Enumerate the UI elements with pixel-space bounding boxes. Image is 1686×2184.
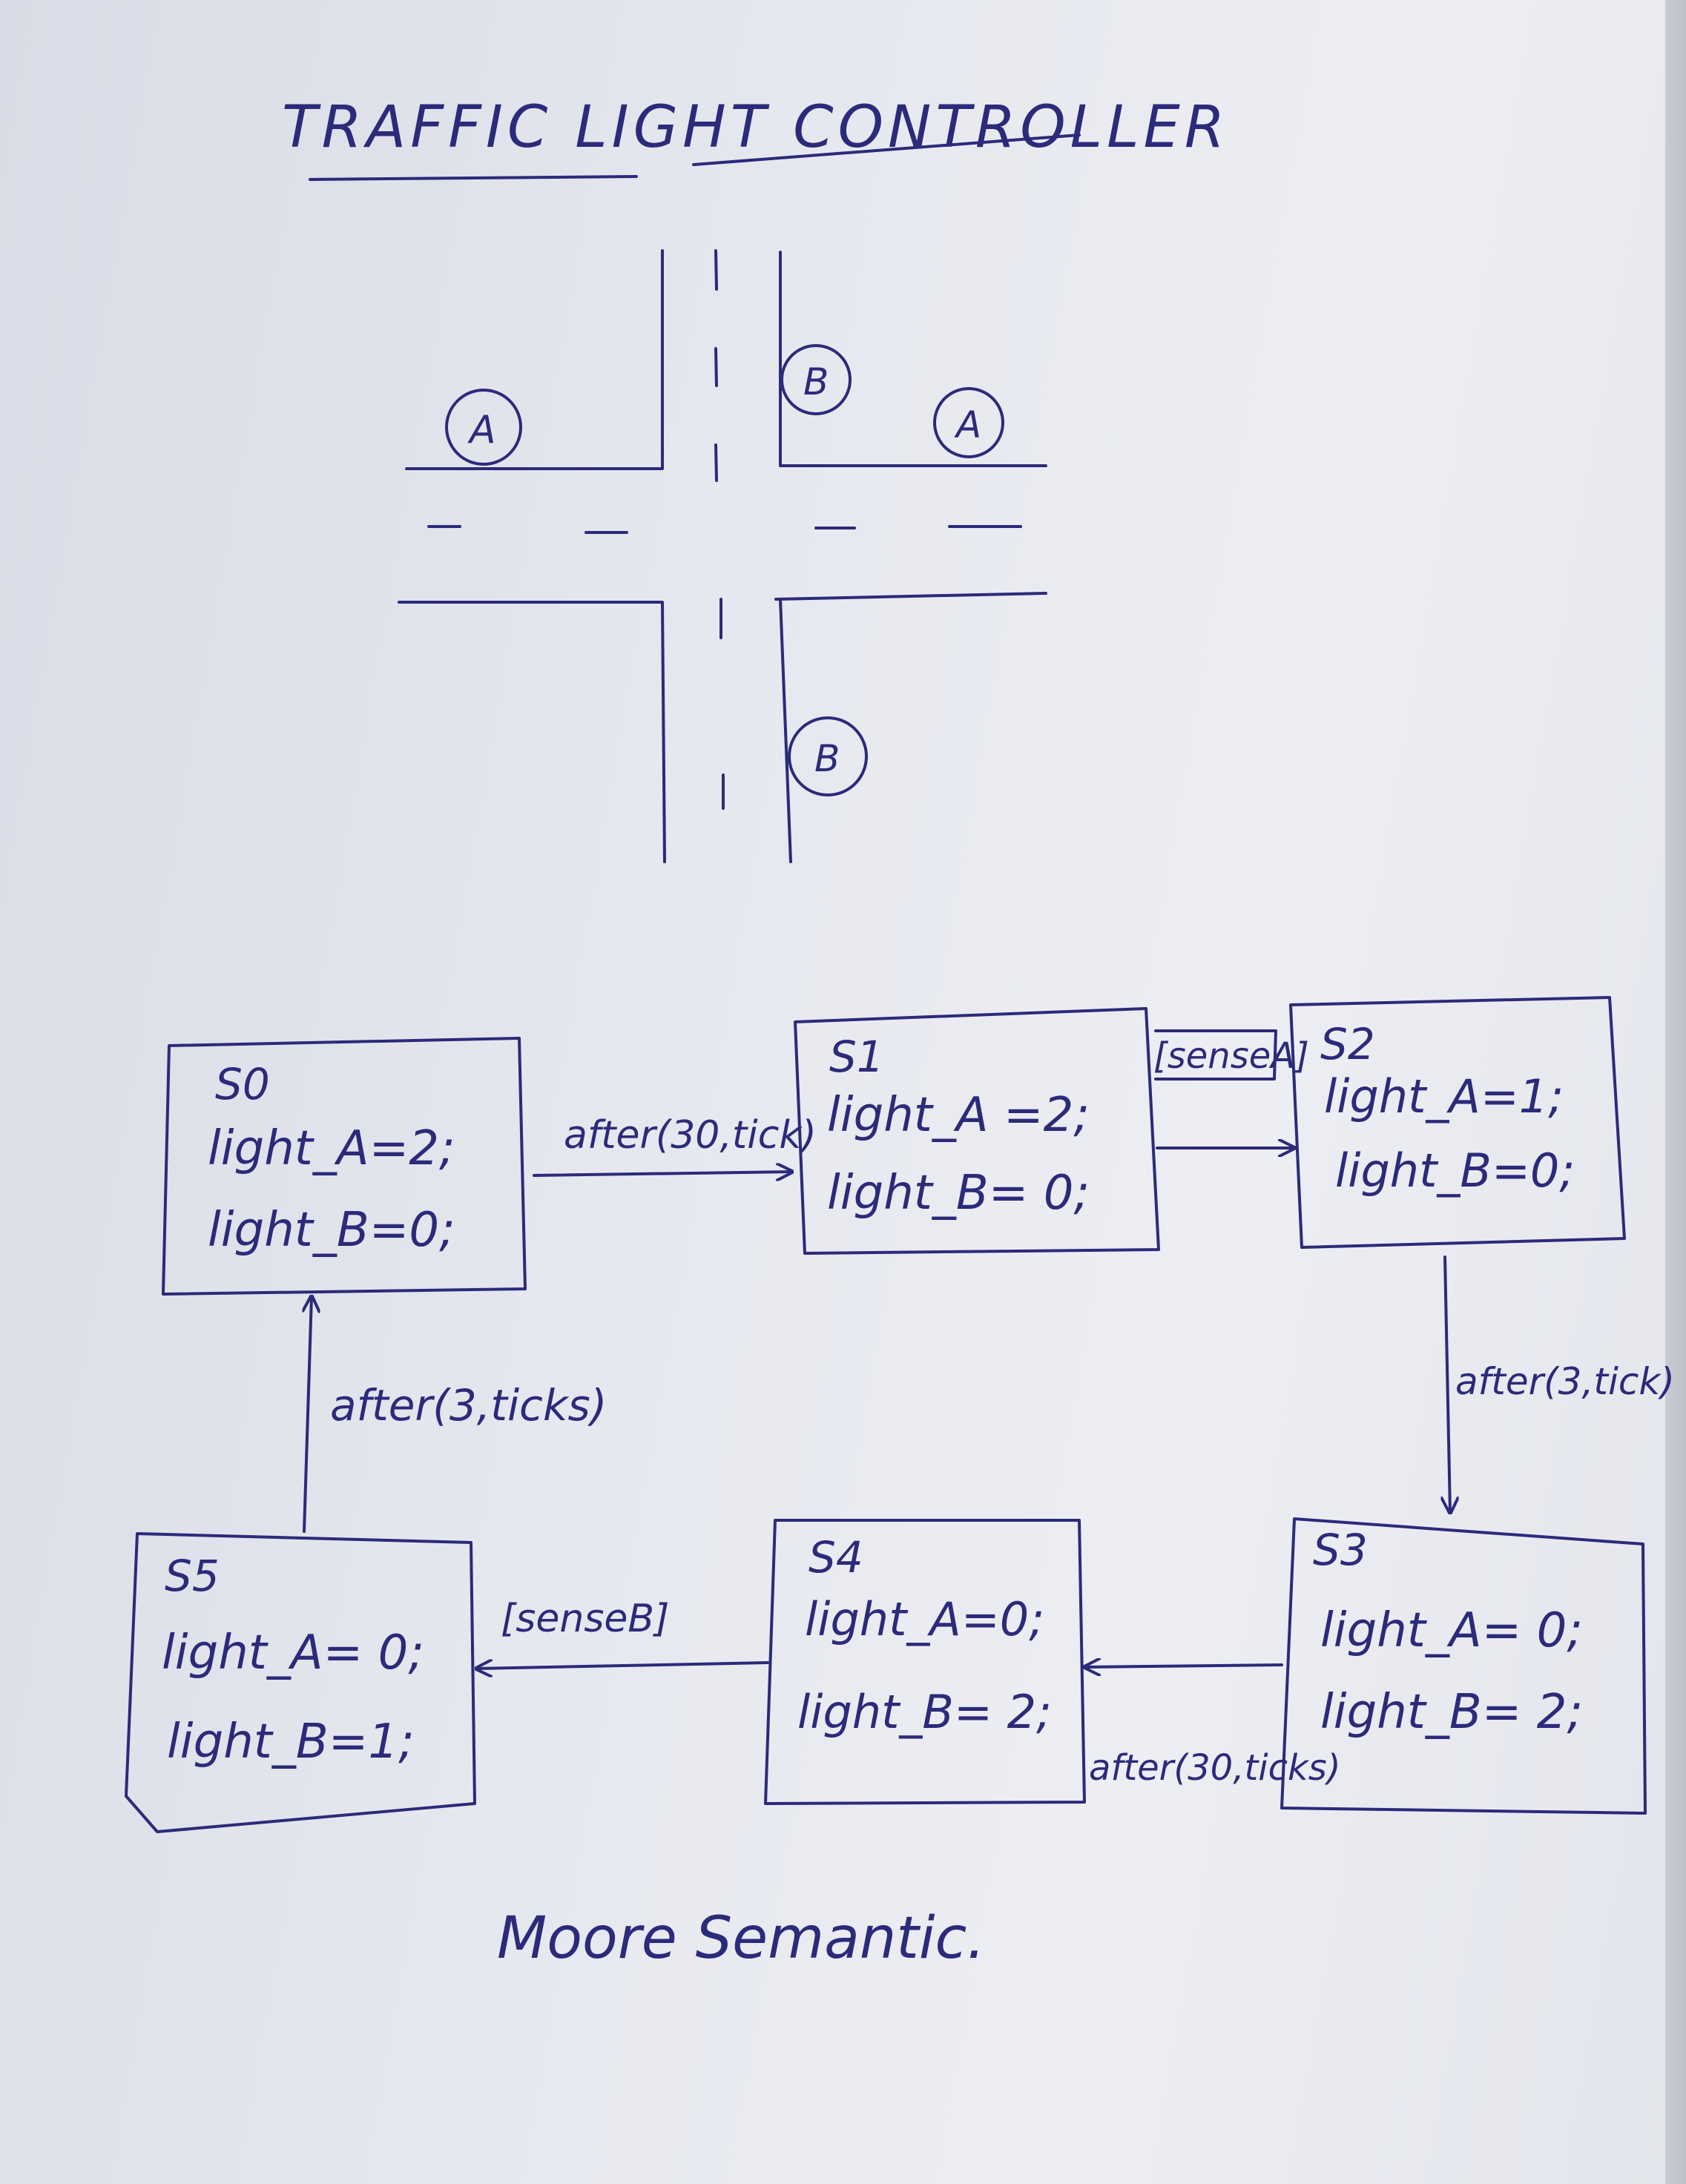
- transition-s1-s2: [senseA]: [1153, 1029, 1309, 1148]
- state-line-1: light_A =2;: [827, 1088, 1090, 1143]
- state-s3: S3 light_A= 0; light_B= 2;: [1280, 1517, 1647, 1815]
- transition-s3-s4: after(30,ticks): [1084, 1665, 1341, 1789]
- state-line-2: light_B= 2;: [1320, 1685, 1583, 1740]
- state-s1: S1 light_A =2; light_B= 0;: [794, 1007, 1160, 1255]
- state-box: [162, 1037, 527, 1296]
- state-line-2: light_B=0;: [1335, 1144, 1575, 1198]
- page-title: TRAFFIC LIGHT CONTROLLER: [282, 94, 1229, 161]
- signal-a-left-label: A: [467, 408, 496, 452]
- state-name: S5: [165, 1551, 220, 1601]
- transition-label: [senseA]: [1153, 1035, 1309, 1077]
- state-line-2: light_B= 2;: [797, 1685, 1052, 1739]
- intersection-diagram: [398, 249, 1047, 863]
- signal-b-bottom-label: B: [814, 737, 840, 780]
- state-box: [1289, 996, 1626, 1249]
- transition-label: after(3,ticks): [330, 1380, 607, 1431]
- state-name: S3: [1313, 1525, 1368, 1575]
- state-s5: S5 light_A= 0; light_B=1;: [125, 1532, 476, 1833]
- state-line-1: light_A=0;: [805, 1592, 1044, 1646]
- signal-a-right: [933, 387, 1004, 458]
- moore-semantic-caption: Moore Semantic.: [497, 1905, 985, 1972]
- state-s2: S2 light_A=1; light_B=0;: [1289, 996, 1626, 1249]
- transition-s5-s0: after(3,ticks): [304, 1296, 607, 1533]
- paper-edge: [1665, 0, 1686, 2184]
- transition-label: after(30,ticks): [1089, 1747, 1341, 1789]
- state-name: S2: [1320, 1019, 1375, 1069]
- signal-b-top-label: B: [803, 360, 829, 403]
- state-box: [794, 1007, 1160, 1255]
- state-line-2: light_B=0;: [208, 1203, 455, 1258]
- state-line-2: light_B= 0;: [827, 1166, 1090, 1221]
- state-box: [125, 1532, 476, 1833]
- transition-s0-s1: after(30,tick): [533, 1113, 817, 1175]
- transition-s4-s5: [senseB]: [476, 1597, 769, 1669]
- state-line-1: light_A=1;: [1324, 1069, 1564, 1124]
- state-name: S1: [829, 1032, 884, 1082]
- signal-a-left: [445, 389, 522, 466]
- state-s0: S0 light_A=2; light_B=0;: [162, 1037, 527, 1296]
- state-line-1: light_A= 0;: [1320, 1603, 1583, 1658]
- state-line-1: light_A= 0;: [162, 1626, 424, 1680]
- state-box: [764, 1519, 1086, 1805]
- transition-label: [senseB]: [501, 1597, 669, 1641]
- signal-b-bottom: [788, 716, 868, 796]
- state-name: S4: [809, 1532, 863, 1583]
- state-s4: S4 light_A=0; light_B= 2;: [764, 1519, 1086, 1805]
- transition-label: after(3,tick): [1455, 1360, 1675, 1403]
- signal-b-top: [780, 344, 852, 415]
- state-line-1: light_A=2;: [208, 1121, 455, 1176]
- transition-s2-s3: after(3,tick): [1445, 1256, 1675, 1513]
- signal-a-right-label: A: [954, 403, 981, 446]
- transition-label: after(30,tick): [564, 1113, 817, 1158]
- title-underline-left: [309, 175, 638, 181]
- title-underline-right: [692, 133, 1081, 166]
- state-line-2: light_B=1;: [167, 1715, 415, 1769]
- state-name: S0: [215, 1059, 270, 1109]
- state-box: [1280, 1517, 1647, 1815]
- guard-bracket: [1154, 1029, 1277, 1081]
